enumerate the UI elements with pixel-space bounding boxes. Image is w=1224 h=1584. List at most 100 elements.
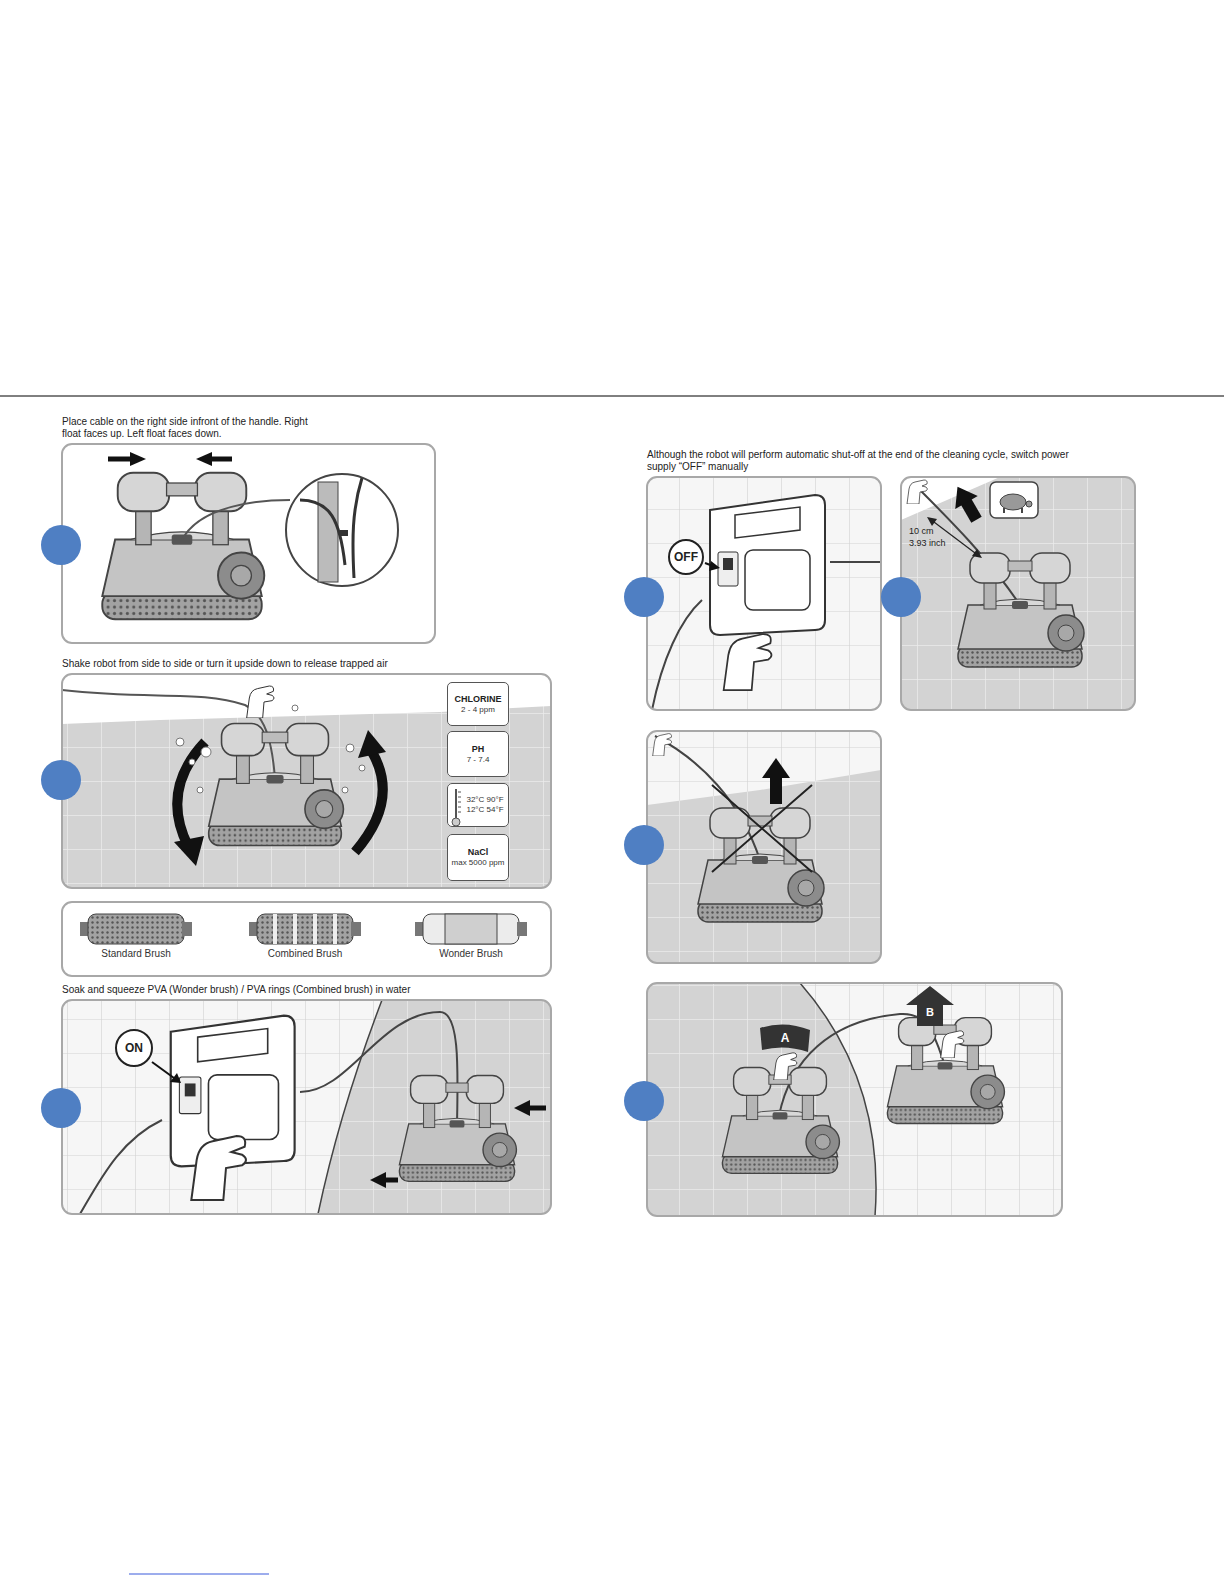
panel-power-on-part [318,1000,382,1214]
panel-wrong-lift-part [647,731,881,963]
brush-band-part [517,922,527,936]
switch-callout: ON [115,1029,153,1067]
panel-wrong-lift-part [712,785,812,872]
panel-lift-out-part [941,1031,964,1058]
panel-lift-out [647,983,1062,1216]
step-letter: B [926,1006,934,1019]
panel-wrong-lift-part [653,734,672,756]
panel-shake-part-part [359,765,365,771]
panel-lift-out-part [760,1024,810,1052]
panel-shake-part-part [201,747,211,757]
temperature-box: 32°C 90°F12°C 54°F [447,783,509,827]
brush-name: Standard Brush [101,948,171,960]
panel-power-on-part [170,1073,181,1083]
brush-band: Standard BrushCombined BrushWonder Brush [62,902,551,976]
step-marker-part [41,1088,81,1128]
panel-power-on-part [370,1172,386,1188]
panel-pull-cable-part [901,477,1000,520]
panel-wrong-lift-part [647,731,881,805]
panel-power-on-part [62,1000,551,1214]
panel-wrong-lift [647,731,881,963]
switch-label: OFF [674,550,698,564]
panel-shake-part [447,682,509,726]
panel-shake-part [447,783,509,827]
panel-power-on-part [318,1000,551,1214]
spec-text: 7 - 7.4 [467,755,490,765]
panel-pull-cable-part-part [946,480,978,509]
panel-shake-part [455,789,457,818]
brush-band-part [423,914,519,944]
panel-shake-part-part [342,787,348,793]
panel-power-off-part [830,561,881,563]
panel-pull-cable-part [907,480,928,504]
water-spec-box: NaClmax 5000 ppm [447,834,509,881]
panel-shake-part [176,705,365,793]
spec-text: 12°C 54°F [466,805,503,815]
panel-border [62,674,551,888]
step-marker-part [624,825,664,865]
step-panel: Soak and squeeze PVA (Wonder brush) / PV… [62,1000,551,1214]
step-marker-part [624,1081,664,1121]
spec-text: max 5000 ppm [452,858,505,868]
caption: Although the robot will perform automati… [647,449,1087,473]
panel-lift-out-part [647,983,876,1216]
panel-cable-placement-part [340,530,348,536]
panel-border [647,477,881,710]
step-panel: Place cable on the right side infront of… [62,444,435,643]
caption: Soak and squeeze PVA (Wonder brush) / PV… [62,984,542,996]
panel-shake-part-part [346,744,354,752]
panel-power-off [647,477,881,710]
step-panel: Although the robot will perform automati… [647,477,881,710]
panel-cable-placement-part [196,452,212,466]
panel-power-on-part [152,1062,174,1078]
water-spec-box: CHLORINE2 - 4 ppm [447,682,509,726]
panel-pull-cable-part [1026,501,1032,507]
spec-text: CHLORINE [455,694,502,705]
panel-power-on-part [191,1136,246,1200]
panel-shake-part [447,834,509,881]
rule-line [0,396,1224,397]
brush-band-part [88,914,184,944]
brush-band-part [351,922,361,936]
spec-text: 32°C 90°F [466,795,503,805]
panel-power-on-part [80,1120,162,1214]
brush-band-part [275,914,335,944]
panel-shake-part [247,686,274,718]
panel-cable-placement-part [353,478,362,578]
panel-power-off-part [710,495,825,635]
step-marker-part [41,525,81,565]
panel-power-on-part [384,1178,398,1183]
panel-cable-placement-part [108,457,132,462]
brush-name: Wonder Brush [439,948,503,960]
panel-border [647,731,881,963]
switch-label: ON [125,1041,143,1055]
panel-power-off-part [724,634,772,690]
panel-power-on-part [514,1100,530,1116]
panel-wrong-lift-part [655,736,760,860]
panel-pull-cable [901,477,1135,710]
panel-pull-cable-part [1000,494,1026,510]
step-marker-part [881,577,921,617]
panel-pull-cable-part [1004,508,1022,513]
step-letter: A [781,1031,790,1045]
panel-pull-cable-part [927,517,937,526]
panel-pull-cable-part [958,553,1084,667]
panel-shake-part [355,752,383,852]
panel-lift-out-part [774,1053,797,1080]
brush-band [62,902,551,976]
footer-link-line [129,1574,269,1575]
panel-cable-placement-part [182,500,290,540]
dimension-label: 10 cm [909,526,934,537]
panel-shake-part [174,836,204,866]
dimension-label: 3.93 inch [909,538,946,549]
panel-lift-out-part [906,986,954,1026]
panel-cable-placement-part [318,482,338,582]
panel-power-on-part [399,1076,516,1182]
panel-lift-out-part [647,983,1062,1216]
panel-shake-part-part [292,705,298,711]
brush-band-part [445,914,497,944]
panel-lift-out-part [887,1018,1004,1124]
spec-text: 2 - 4 ppm [461,705,495,715]
panel-shake-part [358,730,386,758]
